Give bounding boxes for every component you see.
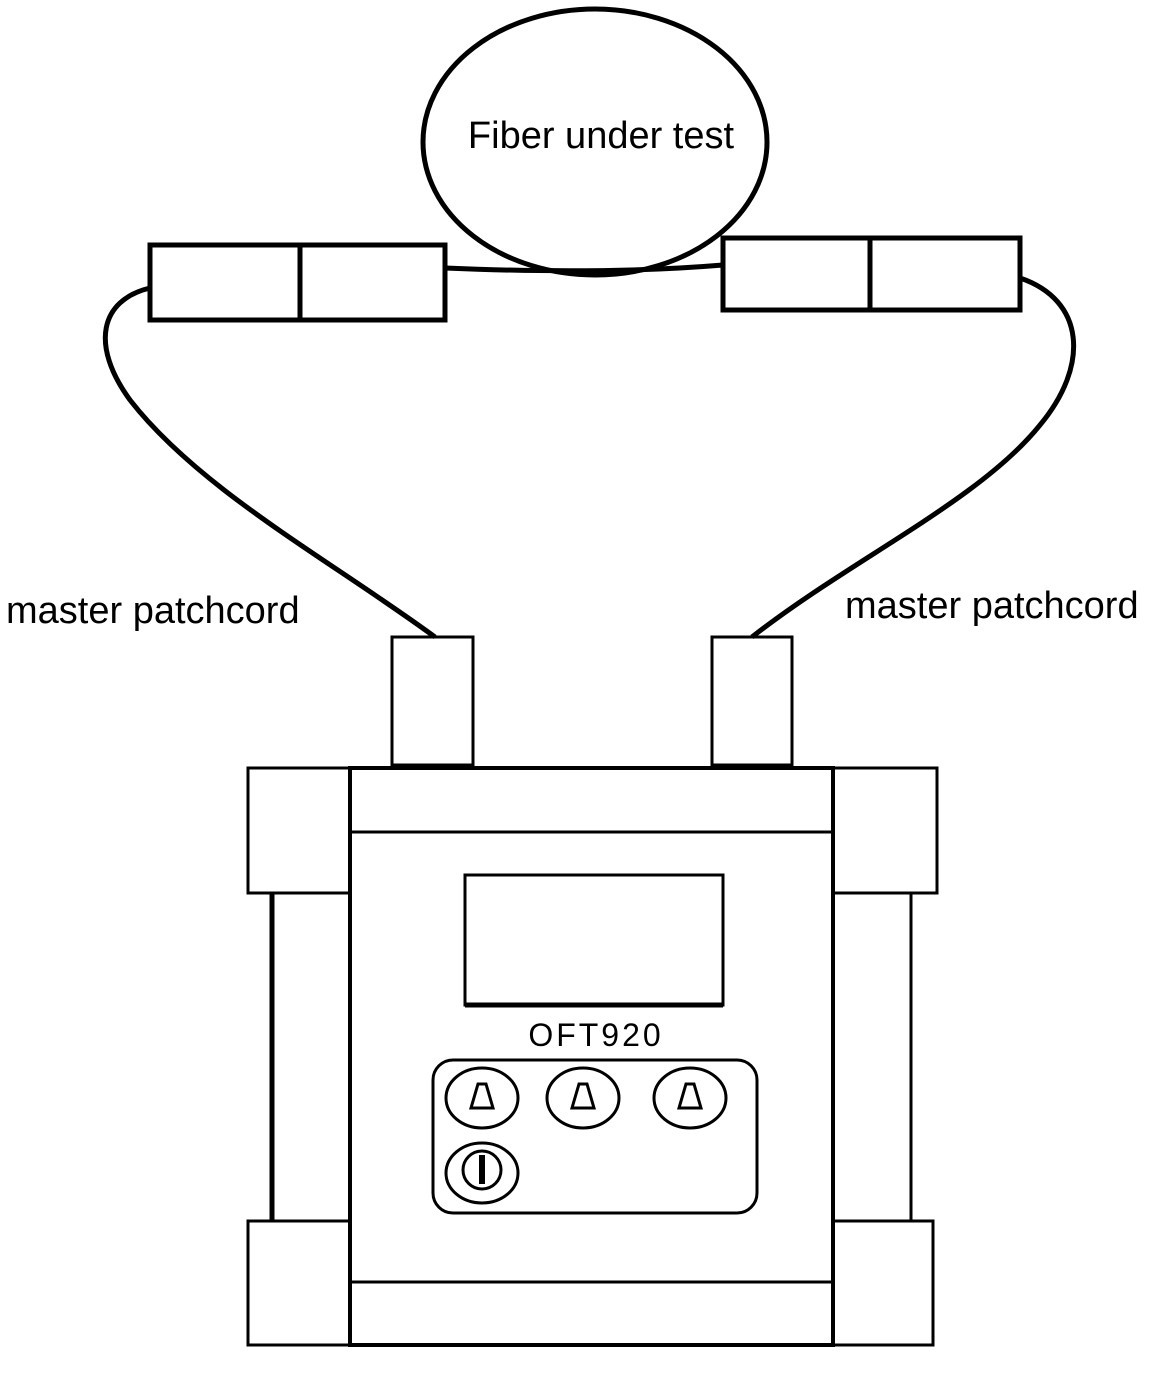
bumper-bottom-left [246,1219,352,1347]
triangle-icon [469,1082,495,1110]
power-button[interactable] [444,1141,520,1205]
right-patchcord [750,275,1077,639]
right-connector [720,235,1023,313]
keypad [431,1058,759,1215]
right-port [710,635,794,767]
bumper-top-left [246,766,352,895]
fiber-link-line [444,262,724,274]
power-icon [461,1149,503,1191]
left-connector [147,242,448,323]
button-1[interactable] [444,1066,520,1130]
device-screen [463,873,725,1007]
device-model-label: OFT920 [528,1017,663,1053]
fiber-under-test-label: Fiber under test [468,115,735,157]
oft920-device: OFT920 [246,766,939,1347]
left-patchcord [102,285,437,640]
triangle-icon [677,1082,703,1110]
bumper-bottom-right [831,1219,935,1347]
left-patchcord-label: master patchcord [6,590,300,632]
right-patchcord-label: master patchcord [845,585,1139,627]
left-port [390,635,475,767]
button-2[interactable] [545,1066,621,1130]
bumper-top-right [831,766,939,895]
fiber-under-test-loop [420,6,770,278]
button-3[interactable] [652,1066,728,1130]
triangle-icon [570,1082,596,1110]
